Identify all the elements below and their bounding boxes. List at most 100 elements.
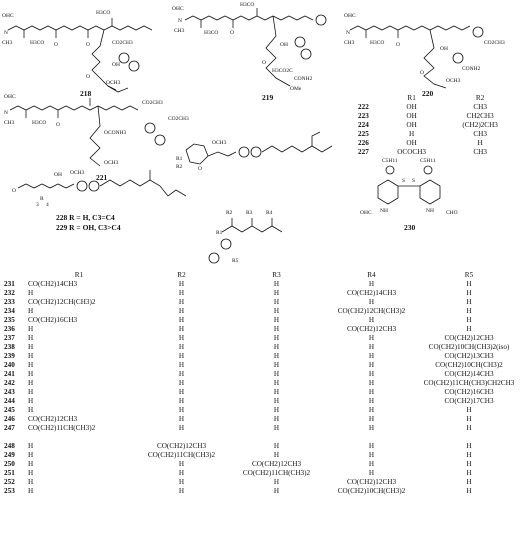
table-cell: H [28, 334, 34, 342]
atom-label: R1 [216, 230, 223, 236]
table-cell: H [368, 343, 375, 351]
table-cell: CO(CH2)11CH(CH3)2 [28, 424, 96, 432]
table-cell: CO(CH2)13CH3 [444, 352, 494, 360]
atom-label: CO2CH3 [142, 100, 163, 106]
table-cell: H [477, 139, 483, 147]
table-cell: CO(CH2)16CH3 [28, 316, 78, 324]
atom-label: R1 [176, 156, 183, 162]
compound-number: 232 [4, 289, 15, 297]
structure-231-253-core [221, 225, 283, 233]
compound-number: 236 [4, 325, 15, 333]
table-cell: H [178, 487, 185, 495]
table-cell: H [466, 451, 472, 459]
table-header: R4 [367, 271, 376, 279]
table-cell: H [178, 370, 185, 378]
table-cell: OH [406, 103, 417, 111]
table-cell: H [28, 406, 34, 414]
table-cell: H [466, 298, 472, 306]
table-cell: H [368, 379, 375, 387]
table-cell: H [466, 415, 472, 423]
compound-label-221: 221 [96, 173, 108, 182]
table-cell [24, 433, 134, 442]
table-cell: H [178, 379, 185, 387]
atom-label: CONH2 [462, 66, 481, 72]
table-cell: OH [406, 112, 417, 120]
table-cell: H [466, 442, 472, 450]
compound-label-218: 218 [80, 89, 92, 98]
table-cell [134, 433, 229, 442]
atom-label: OCH3 [212, 140, 227, 146]
table-cell: CH3 [473, 103, 487, 111]
atom-label: OH [54, 172, 62, 178]
table-cell: H [178, 280, 185, 288]
table-cell: H [273, 280, 280, 288]
table-cell: H [273, 487, 280, 495]
chemical-structures-figure: OHC N CH3 H3CO O O H3CO CO2CH3 OH OCH3 O… [2, 2, 505, 264]
table-cell: H [178, 415, 185, 423]
atom-label: H3CO [370, 40, 384, 46]
table-cell: H [273, 388, 280, 396]
atom-label: R4 [266, 210, 273, 216]
table-cell: H [178, 316, 185, 324]
table-cell: H [273, 289, 280, 297]
compound-number: 244 [4, 397, 15, 405]
atom-label: H3CO [30, 40, 44, 46]
table-cell: H [466, 460, 472, 468]
table-cell: H [466, 280, 472, 288]
compound-number: 226 [358, 139, 369, 147]
table-cell: CO(CH2)10CH(CH3)2 [337, 487, 406, 495]
table-cell: H [466, 289, 472, 297]
compound-label-220: 220 [422, 89, 434, 98]
table-cell: H [466, 478, 472, 486]
atom-label: O [56, 122, 60, 128]
table-cell: H [178, 460, 185, 468]
table-cell: H [178, 307, 185, 315]
table-cell: CH3 [473, 148, 487, 156]
atom-label: R2 [176, 164, 183, 170]
table-cell: H [368, 280, 375, 288]
atom-label: OHC [344, 13, 356, 19]
table-cell: H [273, 478, 280, 486]
table-cell: H [466, 469, 472, 477]
table-cell: H [28, 343, 34, 351]
table-cell: H [28, 379, 34, 387]
compound-label-219: 219 [262, 93, 274, 102]
structure-222-227-pyran-ring [185, 143, 209, 165]
table-cell: H [28, 460, 34, 468]
table-cell: H [178, 424, 185, 432]
table-cell: H [368, 388, 375, 396]
compound-number: 233 [4, 298, 15, 306]
compound-number: 245 [4, 406, 15, 414]
table-header: R2 [177, 271, 186, 279]
atom-label: H3CO [32, 120, 46, 126]
atom-label: O [54, 42, 58, 48]
table-cell: H [368, 460, 375, 468]
atom-label: O [198, 166, 202, 172]
table-cell: H [28, 451, 34, 459]
atom-label: OHC [172, 6, 184, 12]
atom-label: C5H11 [382, 158, 398, 164]
table-cell: CO(CH2)12CH(CH3)2 [28, 298, 96, 306]
table-cell: H [273, 334, 280, 342]
table-cell: H [273, 415, 280, 423]
table-cell: CO(CH2)11CH(CH3)2 [147, 451, 216, 459]
atom-label: O [86, 74, 90, 80]
atom-label: OCH3 [104, 160, 119, 166]
structure-230-ring-right [419, 179, 441, 205]
table-cell: OCOCH3 [397, 148, 426, 156]
